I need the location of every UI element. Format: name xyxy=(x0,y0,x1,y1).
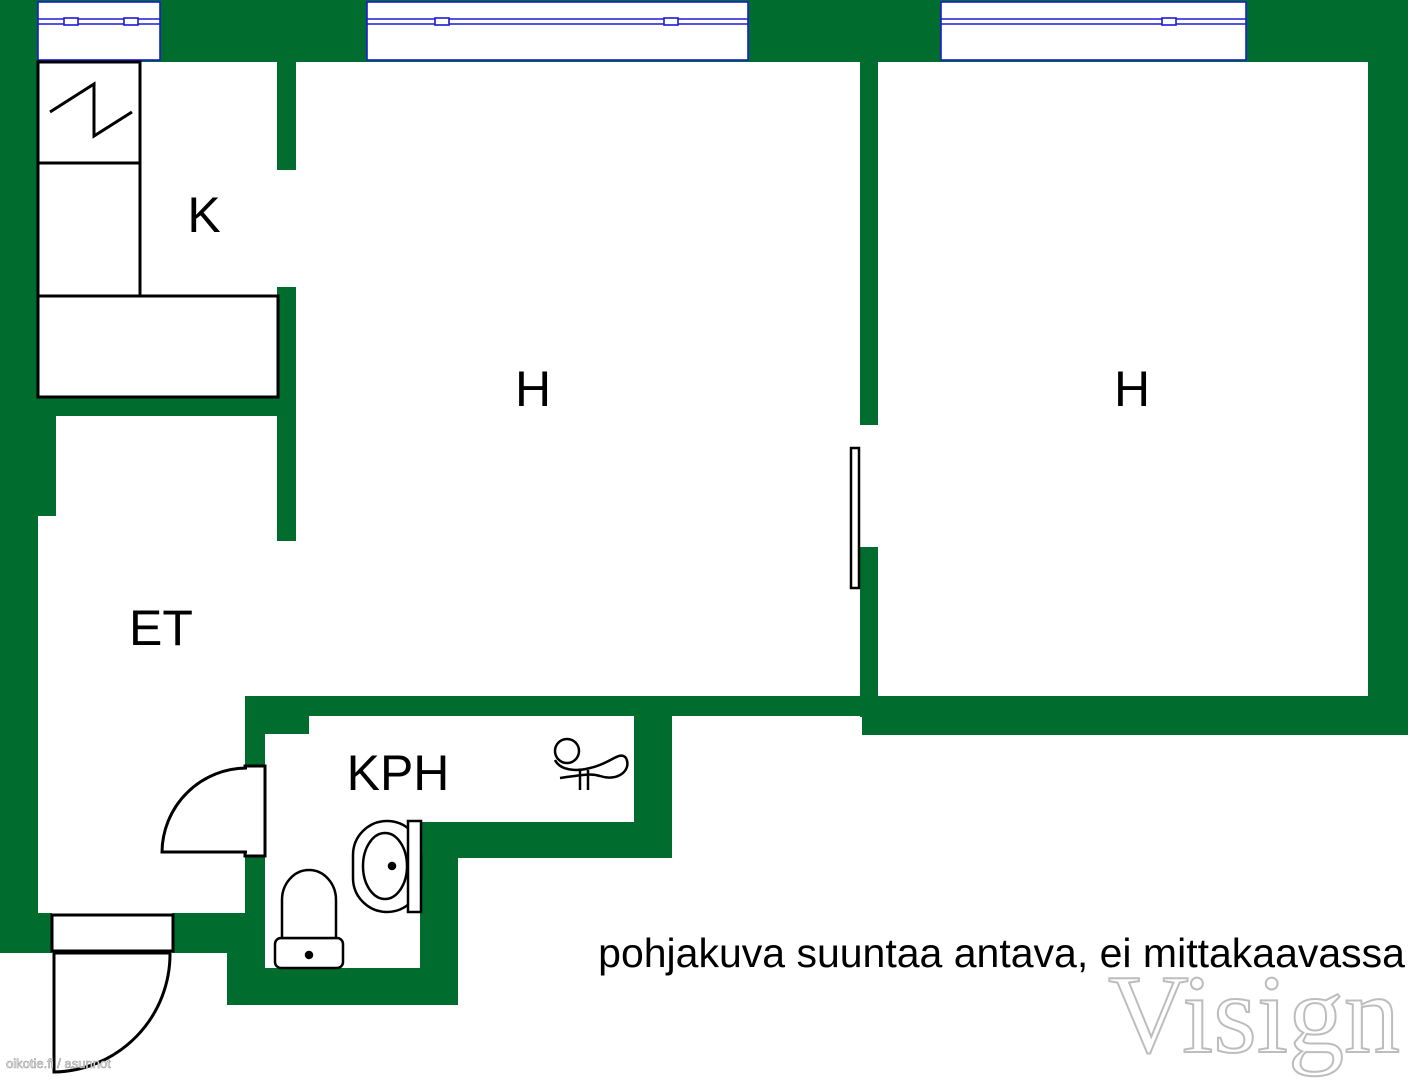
stove-symbol-icon xyxy=(49,81,133,139)
label-room-right: H xyxy=(1114,361,1150,417)
wall-kitchen-partition-top xyxy=(277,62,296,170)
kitchen-fixtures xyxy=(36,60,280,399)
wall-bath-top xyxy=(245,696,862,716)
watermark-logo: Visign xyxy=(1108,953,1400,1077)
walls xyxy=(0,0,1408,1005)
entrance-door-leaf xyxy=(50,913,175,953)
toilet-icon xyxy=(273,868,345,970)
bathroom-fixtures xyxy=(273,737,629,970)
window-living-right xyxy=(940,1,1247,61)
label-kitchen: K xyxy=(187,187,220,243)
wall-bottom-right xyxy=(862,696,1408,735)
wall-kitchen-bottom xyxy=(38,398,296,416)
entrance-door-swing xyxy=(52,951,172,1074)
source-credit: oikotie.fi / asunnot xyxy=(6,1056,111,1071)
wall-bottom-left xyxy=(0,913,52,953)
bathroom-door-leaf xyxy=(243,764,267,858)
washbasin-icon xyxy=(351,819,423,914)
label-bathroom: KPH xyxy=(347,745,450,801)
kitchen-cabinet xyxy=(36,161,142,298)
window-living-left xyxy=(366,1,749,61)
stove xyxy=(36,60,142,165)
shower-icon xyxy=(553,737,629,790)
wall-bath-bottom xyxy=(227,968,458,1005)
kitchen-counter xyxy=(36,294,280,399)
windows xyxy=(37,1,1247,61)
wall-bath-step xyxy=(420,822,672,858)
entrance-door xyxy=(50,913,175,1074)
label-room-left: H xyxy=(515,361,551,417)
wall-room-partition-top xyxy=(860,62,878,425)
wall-bath-bottom-left xyxy=(227,950,265,1005)
wall-left-jog xyxy=(0,398,56,516)
wall-right xyxy=(1368,0,1408,735)
scale-note: pohjakuva suuntaa antava, ei mittakaavas… xyxy=(598,930,1405,976)
bathroom-door xyxy=(160,764,267,858)
label-entry: ET xyxy=(129,600,193,656)
wall-room-partition-bottom xyxy=(860,547,878,717)
window-kitchen xyxy=(37,1,161,61)
wall-bath-left xyxy=(245,696,265,768)
wall-bottom-mid xyxy=(172,913,265,953)
sliding-door xyxy=(849,446,861,590)
bathroom-door-swing xyxy=(160,766,248,854)
